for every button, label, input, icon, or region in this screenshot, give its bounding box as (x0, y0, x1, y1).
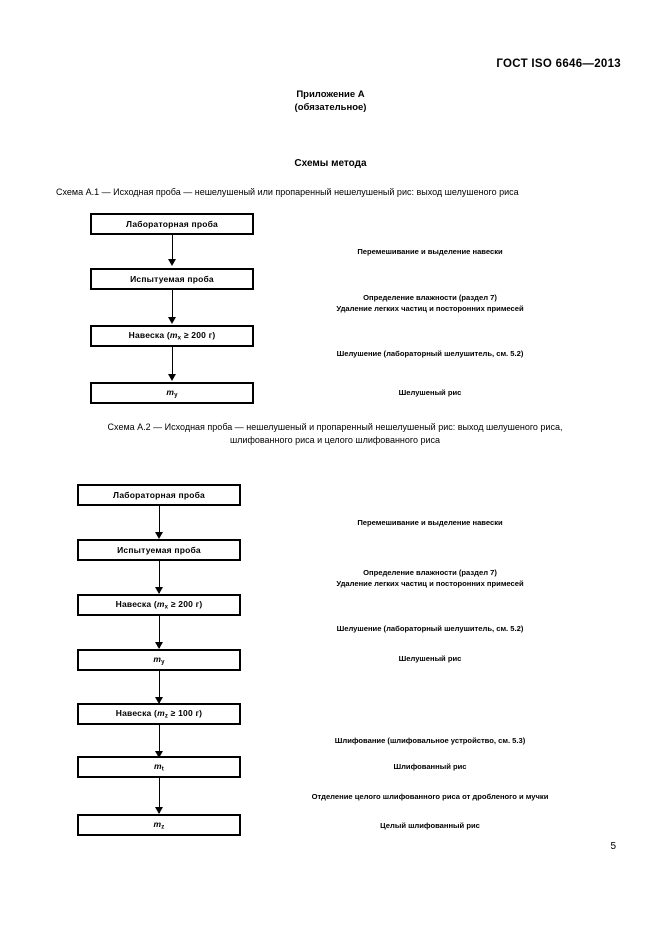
scheme-a2-caption: Схема А.2 — Исходная проба — нешелушеный… (50, 421, 620, 447)
a1-box-test-sample-label: Испытуемая проба (130, 274, 214, 284)
annex-title: Приложение А (обязательное) (0, 88, 661, 114)
a1-box-portion-mx-text: Навеска (mx ≥ 200 г) (128, 330, 216, 342)
a2-note-separation: Отделение целого шлифованного риса от др… (250, 791, 610, 802)
a1-box-laboratory-sample: Лабораторная проба (90, 213, 254, 235)
a2-note-moisture: Определение влажности (раздел 7) Удалени… (260, 567, 600, 589)
a2-box-test-sample-label: Испытуемая проба (117, 545, 201, 555)
a2-note-mixing-line1: Перемешивание и выделение навески (357, 518, 503, 527)
a2-note-moisture-line1: Определение влажности (раздел 7) (363, 568, 497, 577)
a2-box-portion-mz-label: Навеска (mz ≥ 100 г) (115, 708, 203, 720)
a2-note-husking-line1: Шелушение (лабораторный шелушитель, см. … (336, 624, 524, 633)
a1-box-my-label: my (166, 387, 178, 399)
a1-connector-1 (172, 235, 173, 262)
a1-arrow-3 (168, 374, 176, 381)
a1-note-mixing: Перемешивание и выделение навески (280, 246, 580, 257)
a1-note-moisture: Определение влажности (раздел 7) Удалени… (270, 292, 590, 314)
a1-box-portion-mx-label: Навеска (mx ≥ 200 г) (129, 330, 216, 342)
a2-connector-4 (159, 671, 160, 703)
a1-note-husking-line1: Шелушение (лабораторный шелушитель, см. … (336, 349, 524, 358)
a1-note-husking: Шелушение (лабораторный шелушитель, см. … (270, 348, 590, 359)
annex-title-line1: Приложение А (296, 89, 365, 100)
a2-box-mt: mt (77, 756, 241, 778)
a2-note-milled-rice: Шлифованный рис (270, 761, 590, 772)
a2-box-mz-label: mz (153, 819, 165, 831)
a1-box-portion-mx: Навеска (mx ≥ 200 г) (90, 325, 254, 347)
a2-arrow-6 (155, 807, 163, 814)
a2-connector-1 (159, 506, 160, 535)
a1-arrow-2 (168, 317, 176, 324)
a2-note-whole-milled-rice-line1: Целый шлифованный рис (380, 821, 480, 830)
a2-connector-3 (159, 616, 160, 648)
a2-note-milling: Шлифование (шлифовальное устройство, см.… (260, 735, 600, 746)
a1-note-moisture-line1: Определение влажности (раздел 7) (363, 293, 497, 302)
document-header: ГОСТ ISO 6646—2013 (496, 58, 621, 70)
a1-connector-3 (172, 347, 173, 379)
a1-arrow-1 (168, 259, 176, 266)
a2-arrow-5 (155, 751, 163, 758)
a2-note-husked-rice: Шелушеный рис (270, 653, 590, 664)
annex-title-line2: (обязательное) (294, 102, 367, 113)
a2-box-mt-label: mt (153, 761, 164, 773)
a2-box-my: my (77, 649, 241, 671)
a2-note-whole-milled-rice: Целый шлифованный рис (265, 820, 595, 831)
scheme-a2-caption-line1: Схема А.2 — Исходная проба — нешелушеный… (107, 422, 563, 432)
a1-box-laboratory-sample-label: Лабораторная проба (126, 219, 218, 229)
a2-arrow-2 (155, 587, 163, 594)
scheme-a1-caption: Схема А.1 — Исходная проба — нешелушеный… (56, 187, 519, 197)
a1-note-moisture-line2: Удаление легких частиц и посторонних при… (336, 304, 524, 313)
a2-box-portion-mz: Навеска (mz ≥ 100 г) (77, 703, 241, 725)
a1-box-my: my (90, 382, 254, 404)
a1-note-husked-rice-line1: Шелушеный рис (398, 388, 462, 397)
scheme-a2-caption-line2: шлифованного риса и целого шлифованного … (229, 435, 441, 445)
a1-note-husked-rice: Шелушеный рис (280, 387, 580, 398)
a2-box-laboratory-sample-label: Лабораторная проба (113, 490, 205, 500)
a2-note-milled-rice-line1: Шлифованный рис (393, 762, 467, 771)
a2-note-separation-line1: Отделение целого шлифованного риса от др… (311, 792, 549, 801)
a1-box-test-sample: Испытуемая проба (90, 268, 254, 290)
a2-box-test-sample: Испытуемая проба (77, 539, 241, 561)
section-title: Схемы метода (294, 158, 367, 169)
a2-box-mz: mz (77, 814, 241, 836)
a1-connector-2 (172, 290, 173, 322)
a2-note-mixing: Перемешивание и выделение навески (270, 517, 590, 528)
a2-connector-6 (159, 778, 160, 813)
a2-connector-2 (159, 561, 160, 593)
a1-note-mixing-line1: Перемешивание и выделение навески (357, 247, 503, 256)
a2-box-portion-mx-label: Навеска (mx ≥ 200 г) (115, 599, 203, 611)
a2-note-moisture-line2: Удаление легких частиц и посторонних при… (336, 579, 524, 588)
a2-arrow-4 (155, 697, 163, 704)
a2-box-my-label: my (153, 654, 165, 666)
a2-arrow-3 (155, 642, 163, 649)
a2-note-husked-rice-line1: Шелушеный рис (398, 654, 462, 663)
a2-box-laboratory-sample: Лабораторная проба (77, 484, 241, 506)
a2-note-milling-line1: Шлифование (шлифовальное устройство, см.… (334, 736, 526, 745)
a2-box-portion-mx: Навеска (mx ≥ 200 г) (77, 594, 241, 616)
page-number: 5 (610, 841, 616, 852)
a2-connector-5 (159, 725, 160, 757)
a2-arrow-1 (155, 532, 163, 539)
a2-note-husking: Шелушение (лабораторный шелушитель, см. … (260, 623, 600, 634)
